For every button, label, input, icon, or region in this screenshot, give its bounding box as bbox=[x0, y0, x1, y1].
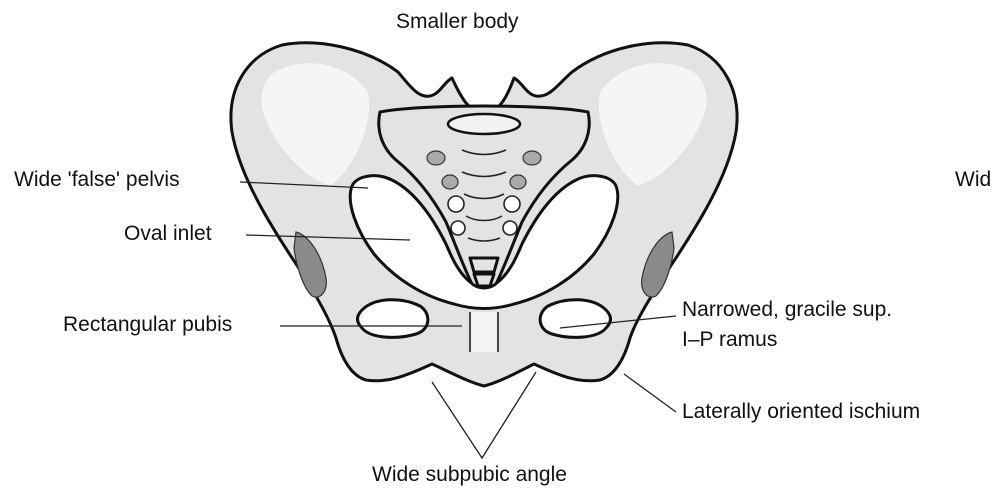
sacral-foramen bbox=[442, 175, 458, 189]
sacral-foramen bbox=[510, 175, 526, 189]
sacral-foramen bbox=[448, 196, 464, 212]
label-narrowed-ramus: Narrowed, gracile sup. bbox=[682, 298, 892, 322]
sacral-foramen bbox=[504, 196, 520, 212]
label-narrowed-ramus-line2: I–P ramus bbox=[682, 328, 777, 352]
right-obturator-foramen bbox=[540, 300, 610, 338]
label-ischium: Laterally oriented ischium bbox=[682, 400, 920, 424]
left-obturator-foramen bbox=[358, 300, 428, 338]
sacral-foramen bbox=[523, 151, 541, 165]
label-subpubic-angle: Wide subpubic angle bbox=[372, 463, 567, 487]
label-cutoff: Wid bbox=[955, 168, 996, 192]
vertebral-body bbox=[448, 114, 520, 134]
label-rectangular-pubis: Rectangular pubis bbox=[63, 313, 232, 337]
label-smaller-body: Smaller body bbox=[396, 10, 519, 34]
sacral-foramen bbox=[451, 221, 465, 235]
sacral-foramen bbox=[503, 221, 517, 235]
leader-ischium bbox=[624, 374, 676, 412]
label-false-pelvis: Wide 'false' pelvis bbox=[14, 168, 180, 192]
sacral-foramen bbox=[427, 151, 445, 165]
label-oval-inlet: Oval inlet bbox=[124, 222, 212, 246]
pubic-symphysis-fill bbox=[471, 312, 497, 352]
